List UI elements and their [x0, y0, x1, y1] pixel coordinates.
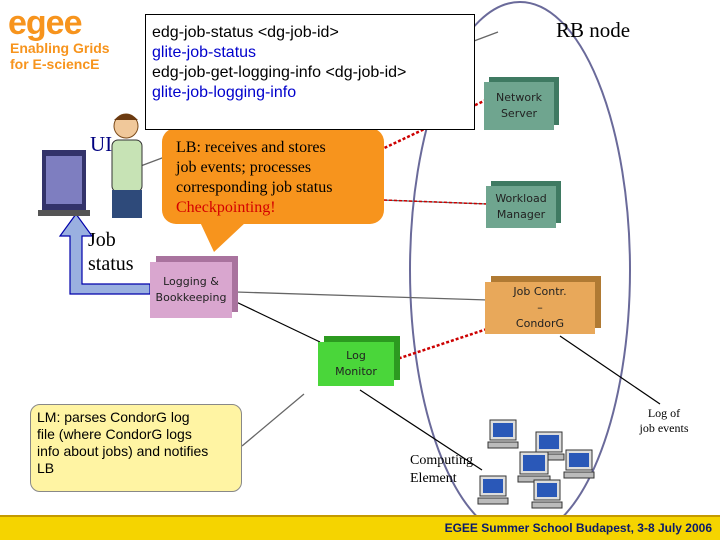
arrow-lb-to-jobcontr	[235, 291, 489, 301]
lb-callout-line1: LB: receives and stores	[176, 139, 326, 156]
log-monitor-line1: Log	[346, 349, 366, 362]
log-events-line2: job events	[639, 421, 689, 435]
workload-manager-line2: Manager	[496, 208, 546, 221]
ce-label-line1: Computing	[410, 453, 474, 468]
workload-manager-box: Workload Manager	[486, 186, 556, 228]
lm-callout: LM: parses CondorG log file (where Condo…	[30, 404, 242, 492]
logo-tagline: Enabling Grids for E-sciencE	[10, 40, 130, 72]
ce-label-line2: Element	[410, 471, 457, 486]
line-logmonitor-to-lb	[231, 299, 321, 343]
link-logmonitor-to-jobcontr	[393, 326, 491, 362]
lm-callout-line1: LM: parses CondorG log	[37, 409, 190, 425]
logging-bookkeeping-line1: Logging &	[163, 275, 219, 288]
lb-callout-line2: job events; processes	[176, 159, 312, 176]
computing-element-label: Computing Element	[410, 452, 473, 488]
lm-callout-line2: file (where CondorG logs	[37, 426, 192, 442]
log-monitor-box: Log Monitor	[318, 342, 394, 386]
log-of-job-events-label: Log of job events	[626, 406, 702, 436]
ui-user-icon	[38, 113, 143, 218]
footer-bar: EGEE Summer School Budapest, 3-8 July 20…	[0, 515, 720, 540]
network-server-line1: Network	[496, 91, 542, 104]
log-events-line1: Log of	[647, 406, 681, 420]
job-status-label: Job status	[88, 228, 134, 276]
logo-tagline-line2: for E-sciencE	[10, 56, 100, 72]
lm-callout-line4: LB	[37, 460, 55, 476]
command-box: edg-job-status <dg-job-id> glite-job-sta…	[145, 14, 475, 130]
line-logmonitor-to-ce	[359, 389, 483, 471]
link-lb-to-workload	[383, 199, 489, 205]
job-status-line1: Job	[88, 229, 116, 251]
network-server-line2: Server	[500, 107, 538, 120]
log-monitor-line2: Monitor	[335, 365, 377, 378]
footer-text: EGEE Summer School Budapest, 3-8 July 20…	[444, 521, 712, 535]
logo-tagline-line1: Enabling Grids	[10, 40, 110, 56]
computing-element-icon	[477, 419, 595, 509]
line-jobcontr-to-log	[559, 335, 661, 405]
command-line-4: glite-job-logging-info	[152, 84, 297, 101]
command-line-2: glite-job-status	[152, 44, 257, 61]
lm-callout-line3: info about jobs) and notifies	[37, 443, 209, 459]
rb-node-title: RB node	[556, 18, 631, 42]
logging-bookkeeping-box: Logging & Bookkeeping	[150, 262, 232, 318]
job-status-line2: status	[88, 253, 134, 275]
network-server-box: Network Server	[484, 82, 554, 130]
arrow-lm-callout-pointer	[241, 393, 305, 447]
command-line-3: edg-job-get-logging-info <dg-job-id>	[152, 64, 407, 81]
workload-manager-line1: Workload	[495, 192, 547, 205]
job-controller-line1: Job Contr.	[513, 285, 567, 298]
job-controller-box: Job Contr. – CondorG	[485, 282, 595, 334]
logo-wordmark: egee	[8, 4, 82, 42]
command-line-1: edg-job-status <dg-job-id>	[152, 24, 339, 41]
lb-callout: LB: receives and stores job events; proc…	[162, 128, 384, 224]
logging-bookkeeping-line2: Bookkeeping	[155, 291, 227, 304]
ui-label: UI	[90, 132, 113, 156]
job-controller-line2: –	[537, 301, 543, 314]
lb-callout-tail	[200, 222, 246, 252]
lb-callout-line3: corresponding job status	[176, 179, 333, 196]
job-controller-line3: CondorG	[515, 317, 565, 330]
lb-callout-line4: Checkpointing!	[176, 199, 276, 216]
